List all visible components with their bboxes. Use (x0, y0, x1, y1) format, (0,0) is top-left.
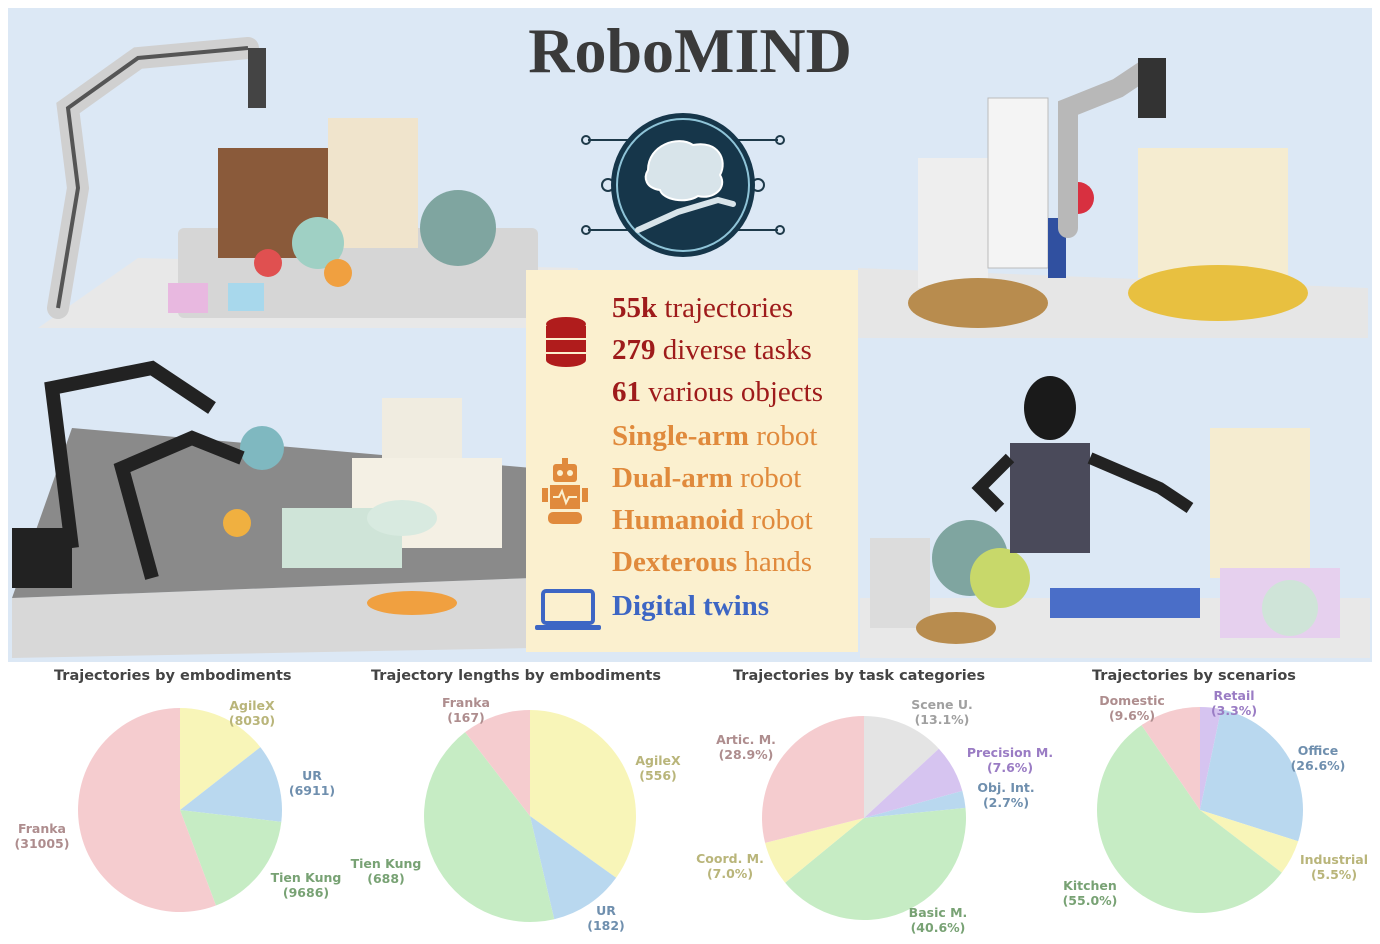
stat-single-arm-bold: Single-arm (612, 420, 749, 452)
slice-value-label: (31005) (15, 836, 70, 851)
slice-label: Retail (1213, 688, 1254, 703)
slice-value-label: (182) (587, 918, 625, 933)
stat-humanoid-bold: Humanoid (612, 504, 745, 536)
tienkung-scene-image (860, 376, 1370, 658)
slice-value-label: (5.5%) (1311, 867, 1357, 882)
slice-label: Tien Kung (271, 870, 342, 885)
chart-title-lengths: Trajectory lengths by embodiments (371, 668, 661, 684)
slice-value-label: (13.1%) (915, 712, 970, 727)
pie-slice-franka (465, 710, 530, 816)
slice-label: UR (596, 903, 616, 918)
slice-value-label: (3.3%) (1211, 703, 1257, 718)
pie-slice-kitchen (1096, 725, 1282, 914)
stat-single-arm-label: robot (748, 420, 818, 452)
slice-value-label: (26.6%) (1291, 758, 1346, 773)
pie-slice-scene-u (864, 716, 939, 818)
slice-label: Basic M. (909, 905, 968, 920)
stat-trajectories: 55k trajectories (612, 292, 793, 325)
slice-value-label: (6911) (289, 783, 335, 798)
stat-objects: 61 various objects (612, 376, 823, 409)
slice-value-label: (8030) (229, 713, 275, 728)
stat-digital-twins: Digital twins (612, 590, 769, 623)
pie-slice-artic-m (761, 716, 864, 843)
slice-value-label: (55.0%) (1063, 893, 1118, 908)
slice-value-label: (688) (367, 871, 405, 886)
stat-objects-num: 61 (612, 376, 641, 408)
slice-label: Franka (18, 821, 66, 836)
stat-tasks-num: 279 (612, 334, 656, 366)
slice-value-label: (9.6%) (1109, 708, 1155, 723)
stats-panel: 55k trajectories 279 diverse tasks 61 va… (526, 270, 858, 652)
slice-value-label: (40.6%) (911, 920, 966, 935)
pie-slice-coord-m (765, 818, 864, 883)
pie-slice-ur (530, 816, 617, 920)
slice-label: Office (1298, 743, 1338, 758)
agilex-scene-image (12, 360, 532, 658)
pie-slice-franka (78, 708, 216, 912)
stat-dexterous-label: hands (737, 546, 813, 578)
slice-label: Franka (442, 695, 490, 710)
pie-slice-tien-kung (424, 732, 555, 922)
slice-value-label: (28.9%) (719, 747, 774, 762)
brain-hand-logo-icon (581, 113, 785, 257)
pie-slice-precision-m (864, 748, 963, 818)
stat-tasks: 279 diverse tasks (612, 334, 812, 367)
pie-slice-domestic (1141, 707, 1200, 810)
slice-label: Industrial (1300, 852, 1368, 867)
pie-slice-office (1200, 709, 1304, 842)
slice-value-label: (7.0%) (707, 866, 753, 881)
pie-slice-agilex (180, 708, 261, 810)
stat-trajectories-label: trajectories (657, 292, 794, 324)
slice-label: Scene U. (911, 697, 973, 712)
slice-label: Precision M. (967, 745, 1053, 760)
slice-label: Artic. M. (716, 732, 776, 747)
stat-single-arm: Single-arm robot (612, 420, 817, 453)
database-icon (546, 317, 586, 367)
robot-icon (542, 458, 588, 524)
stat-dual-arm-label: robot (732, 462, 802, 494)
slice-value-label: (9686) (283, 885, 329, 900)
pie-slice-agilex (530, 710, 637, 878)
stat-dexterous-bold: Dexterous (612, 546, 738, 578)
pie-slice-basic-m (785, 807, 966, 920)
slice-value-label: (2.7%) (983, 795, 1029, 810)
page-title: RoboMIND (528, 15, 852, 86)
slice-value-label: (7.6%) (987, 760, 1033, 775)
slice-label: Coord. M. (696, 851, 764, 866)
stat-trajectories-num: 55k (612, 292, 658, 324)
stat-dual-arm: Dual-arm robot (612, 462, 801, 495)
stat-humanoid: Humanoid robot (612, 504, 813, 537)
slice-label: Obj. Int. (977, 780, 1034, 795)
stat-objects-label: various objects (641, 376, 824, 408)
pie-slice-ur (180, 747, 283, 822)
hero-panel (8, 8, 1372, 662)
chart-title-task-categories: Trajectories by task categories (733, 668, 986, 684)
pie-slice-industrial (1200, 810, 1299, 873)
franka-scene-image (38, 37, 578, 328)
slice-label: UR (302, 768, 322, 783)
ur-scene-image (858, 58, 1368, 338)
pie-slice-tien-kung (180, 810, 282, 906)
pie-slice-obj-int (864, 790, 966, 818)
chart-title-scenarios: Trajectories by scenarios (1092, 668, 1296, 684)
pie-slice-retail (1200, 707, 1222, 810)
stat-dexterous: Dexterous hands (612, 546, 812, 579)
slice-label: AgileX (635, 753, 681, 768)
slice-value-label: (167) (447, 710, 485, 725)
stat-dual-arm-bold: Dual-arm (612, 462, 733, 494)
slice-label: Kitchen (1063, 878, 1117, 893)
chart-title-embodiments: Trajectories by embodiments (54, 668, 292, 684)
stat-digital-twins-label: Digital twins (612, 590, 770, 622)
slice-label: Tien Kung (351, 856, 422, 871)
stat-humanoid-label: robot (744, 504, 813, 536)
slice-label: Domestic (1099, 693, 1165, 708)
stat-tasks-label: diverse tasks (655, 334, 812, 366)
slice-label: AgileX (229, 698, 275, 713)
laptop-icon (535, 589, 601, 630)
slice-value-label: (556) (639, 768, 677, 783)
